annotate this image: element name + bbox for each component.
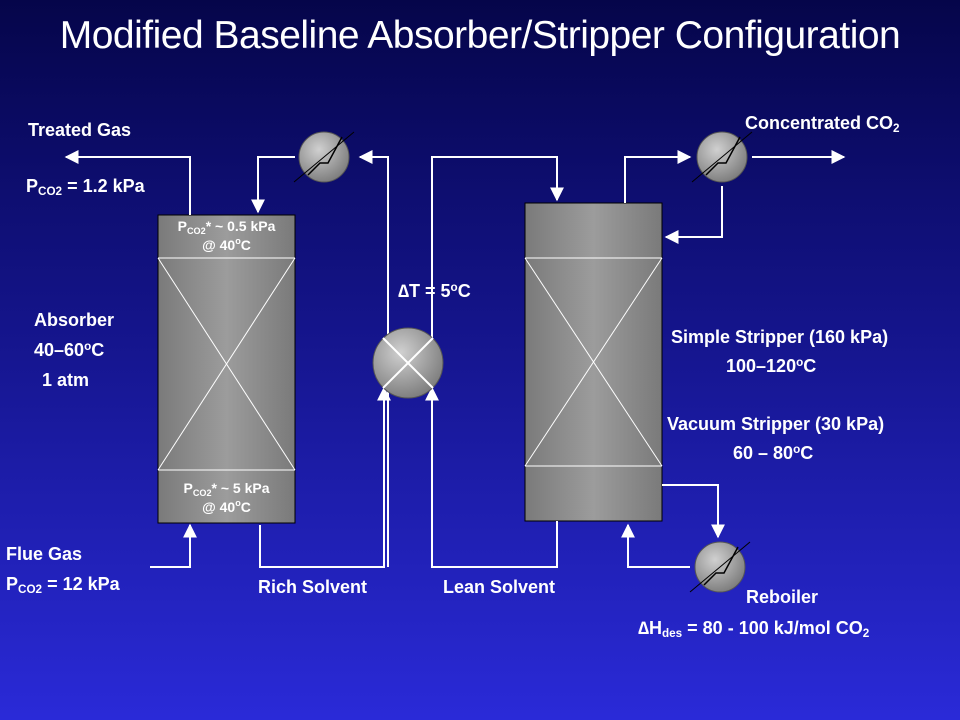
cross-exchanger <box>372 327 444 399</box>
reboiler-feed <box>662 484 725 539</box>
absorber-column <box>157 214 296 524</box>
flue-gas-line <box>150 523 197 568</box>
simple-stripper-temperature: 100–120oC <box>726 356 817 376</box>
cross-exchanger-to-stripper <box>431 156 564 338</box>
concentrated-co2-label: Concentrated CO2 <box>745 113 900 135</box>
absorber-bottom-condition: PCO2* ~ 5 kPa @ 40oC <box>183 480 270 515</box>
absorber-cooler <box>293 131 355 183</box>
simple-stripper-label: Simple Stripper (160 kPa) <box>671 327 889 347</box>
flue-gas-pressure: PCO2 = 12 kPa <box>6 574 120 596</box>
treated-gas-label: Treated Gas <box>28 120 132 140</box>
absorber-cooler-in <box>358 150 389 567</box>
absorber-temperature: 40–60oC <box>34 340 105 360</box>
reboiler-enthalpy: ∆Hdes = 80 - 100 kJ/mol CO2 <box>638 618 870 640</box>
lean-solvent-label: Lean Solvent <box>443 577 556 597</box>
rich-solvent-label: Rich Solvent <box>258 577 368 597</box>
treated-gas-pressure: PCO2 = 1.2 kPa <box>26 176 145 198</box>
lean-solvent-line <box>425 386 558 568</box>
stripper-column <box>524 202 663 522</box>
reboiler-exchanger <box>689 541 751 593</box>
absorber-label: Absorber <box>34 310 115 330</box>
absorber-top-condition: PCO2* ~ 0.5 kPa @ 40oC <box>177 218 276 253</box>
vacuum-stripper-temperature: 60 – 80oC <box>733 443 814 463</box>
treated-gas-line <box>64 150 191 215</box>
vacuum-stripper-label: Vacuum Stripper (30 kPa) <box>667 414 885 434</box>
rich-solvent-line <box>259 386 391 568</box>
condenser-reflux <box>664 186 723 244</box>
flue-gas-label: Flue Gas <box>6 544 83 564</box>
absorber-pressure: 1 atm <box>42 370 90 390</box>
absorber-cooler-out <box>251 156 295 214</box>
flow-lines <box>64 150 846 568</box>
reboiler-return <box>621 523 690 568</box>
stripper-overhead-line <box>624 150 692 203</box>
condenser <box>691 131 753 183</box>
delta-t-label: ∆T = 5oC <box>398 281 471 301</box>
page-title: Modified Baseline Absorber/Stripper Conf… <box>59 14 901 57</box>
reboiler-label: Reboiler <box>746 587 819 607</box>
